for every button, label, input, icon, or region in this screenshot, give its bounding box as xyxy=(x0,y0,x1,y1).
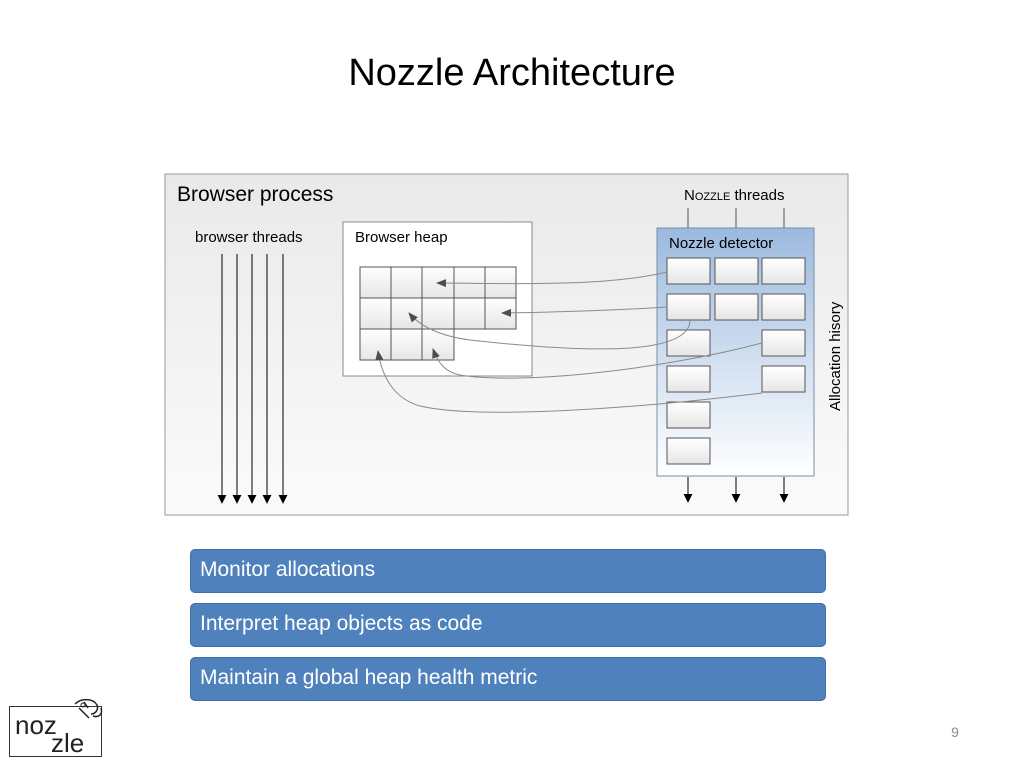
pointer-arrow xyxy=(408,312,691,350)
detector-cell xyxy=(666,257,711,285)
pointer-arrow xyxy=(432,342,763,379)
bullet-heap-health: Maintain a global heap health metric xyxy=(190,657,826,701)
browser-thread-arrows xyxy=(217,254,288,504)
nozzle-threads-suffix: threads xyxy=(730,187,784,204)
heap-cell xyxy=(421,266,455,299)
bullet-interpret-heap: Interpret heap objects as code xyxy=(190,603,826,647)
slide-title: Nozzle Architecture xyxy=(348,52,676,94)
detector-cells xyxy=(666,257,806,465)
logo-text-top: noz xyxy=(15,710,57,740)
heap-cell xyxy=(484,297,517,330)
detector-cell xyxy=(666,365,711,393)
pointer-arrow xyxy=(501,306,668,317)
allocation-pointers xyxy=(375,271,763,413)
pointer-arrow xyxy=(375,350,763,413)
nozzle-logo: noz zle xyxy=(9,696,109,763)
logo-nozzle-sketch xyxy=(74,698,103,719)
nozzle-threads-label: NOZZLE threads xyxy=(684,187,785,204)
detector-cell xyxy=(666,329,711,357)
heap-cell xyxy=(390,266,423,299)
detector-cell xyxy=(761,257,806,285)
heap-cell xyxy=(484,266,517,299)
heap-cell xyxy=(421,328,455,361)
nozzle-detector-label: Nozzle detector xyxy=(669,235,773,252)
heap-cell xyxy=(421,297,455,330)
heap-cell xyxy=(390,328,423,361)
heap-cell xyxy=(359,266,392,299)
bullet-text: Interpret heap objects as code xyxy=(200,612,483,635)
heap-cell xyxy=(453,297,486,330)
logo-text-bottom: zle xyxy=(51,728,84,758)
nozzle-thread-arrows xyxy=(683,477,789,503)
heap-cell xyxy=(390,297,423,330)
pointer-arrow xyxy=(436,271,668,288)
bullet-monitor-allocations: Monitor allocations xyxy=(190,549,826,593)
heap-cell xyxy=(359,297,392,330)
bullet-text: Monitor allocations xyxy=(200,558,376,581)
heap-grid xyxy=(359,266,517,361)
page-number: 9 xyxy=(951,724,959,740)
detector-cell xyxy=(666,437,711,465)
browser-process-label: Browser process xyxy=(177,183,333,206)
allocation-history-label: Allocation hisory xyxy=(827,301,844,411)
browser-threads-label: browser threads xyxy=(195,229,303,246)
browser-heap-label: Browser heap xyxy=(355,229,448,246)
detector-cell xyxy=(761,365,806,393)
nozzle-thread-tops xyxy=(687,208,785,228)
nozzle-threads-smallcaps: OZZLE xyxy=(695,191,730,203)
heap-cell xyxy=(453,266,486,299)
logo-graphic: noz zle xyxy=(9,698,103,758)
detector-cell xyxy=(666,401,711,429)
detector-cell xyxy=(714,293,759,321)
detector-cell xyxy=(666,293,711,321)
nozzle-threads-prefix: N xyxy=(684,187,695,204)
bullet-text: Maintain a global heap health metric xyxy=(200,666,538,689)
detector-cell xyxy=(761,293,806,321)
heap-cell xyxy=(359,328,392,361)
detector-cell xyxy=(761,329,806,357)
detector-cell xyxy=(714,257,759,285)
